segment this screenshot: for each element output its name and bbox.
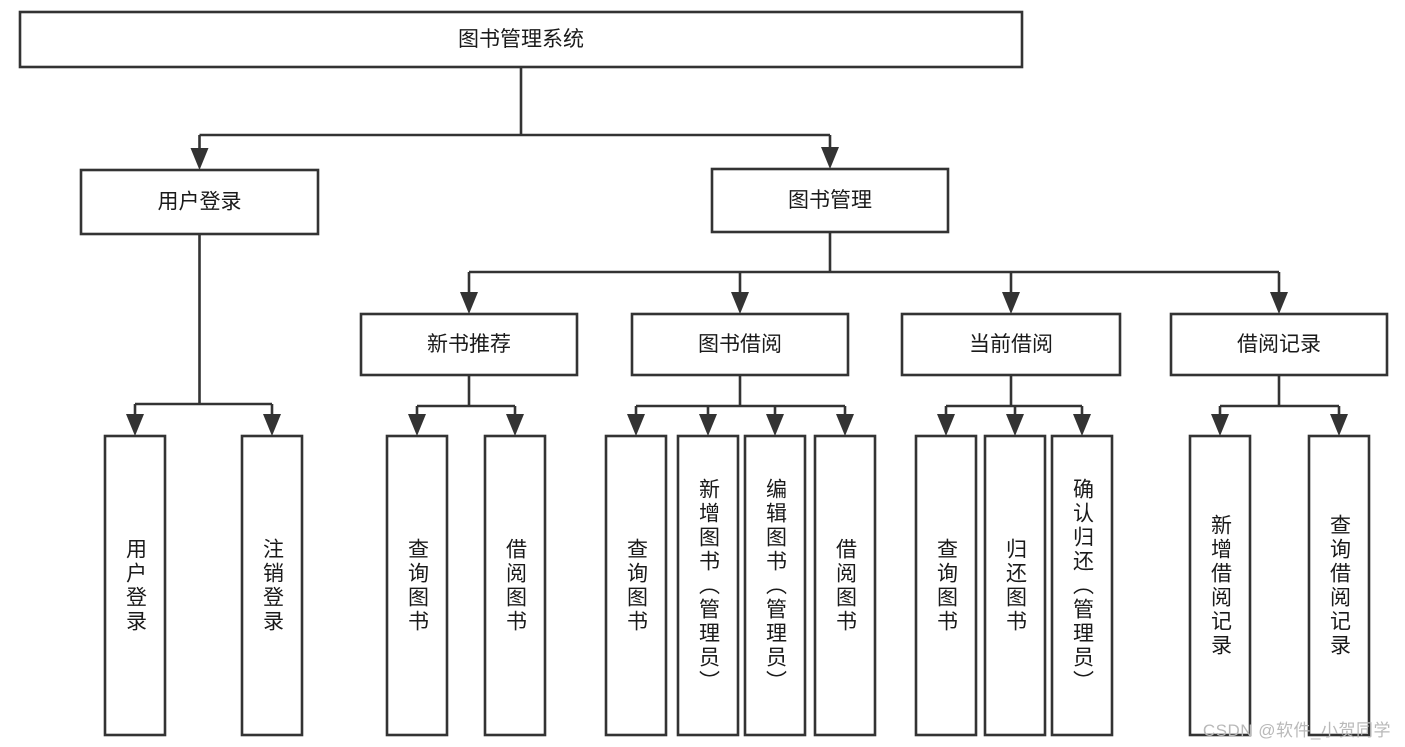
- node-box-leaf-logout[interactable]: [240, 434, 304, 737]
- node-box-root[interactable]: [18, 10, 1024, 69]
- node-box-leaf-query-record[interactable]: [1307, 434, 1371, 737]
- node-box-leaf-borrow-book-1[interactable]: [483, 434, 547, 737]
- node-label-new-book-rec: 新书推荐: [427, 333, 511, 356]
- connector-group: [408, 375, 524, 436]
- node-label-current-borrow: 当前借阅: [969, 333, 1053, 356]
- watermark-text: CSDN @软件_小贺同学: [1202, 721, 1391, 740]
- node-label-user-login: 用户登录: [158, 191, 242, 214]
- connections-layer: [126, 67, 1348, 436]
- node-label-book-borrow: 图书借阅: [698, 333, 782, 356]
- node-box-new-book-rec[interactable]: [359, 312, 579, 377]
- connector-group: [190, 67, 839, 170]
- node-label-borrow-record: 借阅记录: [1237, 333, 1321, 356]
- node-box-leaf-return-book[interactable]: [983, 434, 1047, 737]
- node-box-leaf-add-book[interactable]: [676, 434, 740, 737]
- node-box-leaf-borrow-book-2[interactable]: [813, 434, 877, 737]
- node-box-leaf-add-record[interactable]: [1188, 434, 1252, 737]
- connector-group: [1211, 375, 1348, 436]
- node-label-book-manage: 图书管理: [788, 189, 872, 212]
- node-box-leaf-query-book-1[interactable]: [385, 434, 449, 737]
- node-box-borrow-record[interactable]: [1169, 312, 1389, 377]
- node-label-root: 图书管理系统: [458, 28, 584, 51]
- node-box-book-borrow[interactable]: [630, 312, 850, 377]
- node-box-current-borrow[interactable]: [900, 312, 1122, 377]
- node-box-leaf-query-book-3[interactable]: [914, 434, 978, 737]
- node-box-leaf-query-book-2[interactable]: [604, 434, 668, 737]
- node-box-leaf-edit-book[interactable]: [743, 434, 807, 737]
- connector-group: [937, 375, 1091, 436]
- connector-group: [627, 375, 854, 436]
- node-box-leaf-user-login[interactable]: [103, 434, 167, 737]
- node-box-book-manage[interactable]: [710, 167, 950, 234]
- connector-group: [460, 232, 1288, 314]
- connector-group: [126, 234, 281, 436]
- node-box-user-login[interactable]: [79, 168, 320, 236]
- node-box-leaf-confirm-return[interactable]: [1050, 434, 1114, 737]
